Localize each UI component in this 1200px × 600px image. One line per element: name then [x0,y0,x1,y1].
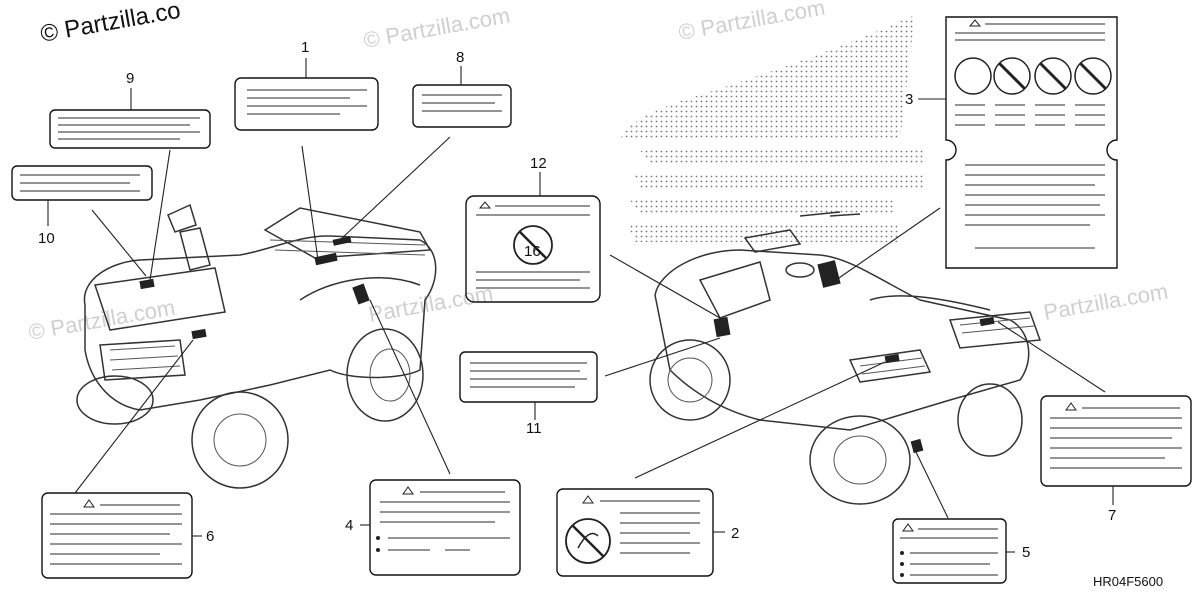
watermark-faint: © Partzilla.com [362,3,512,53]
watermark-faint: © Partzilla.com [27,295,177,345]
label-8 [412,84,512,128]
callout-7: 7 [1108,507,1116,524]
callout-10: 10 [38,230,55,247]
callout-12: 12 [530,155,547,172]
watermark-faint: Partzilla.com [367,280,495,326]
label-10 [11,165,153,201]
atv-rear-illustration [649,211,1042,505]
watermark-faint: © Partzilla.com [677,0,827,45]
label-9 [49,109,211,149]
label-2 [556,488,714,577]
callout-numbers: 1 2 3 4 5 6 7 8 9 10 11 12 [38,39,1116,561]
callout-6: 6 [206,528,214,545]
label-12-age-text: 16 [524,243,541,260]
callout-2: 2 [731,525,739,542]
label-1 [234,77,379,131]
watermark-main: © Partzilla.co [38,0,182,48]
watermark-faint: Partzilla.com [1042,278,1170,324]
label-3 [945,16,1118,269]
atv-front-illustration [76,203,437,489]
label-7 [1040,395,1192,487]
label-4 [369,479,521,576]
callout-3: 3 [905,91,913,108]
callout-8: 8 [456,49,464,66]
label-5 [892,518,1007,584]
label-11 [459,351,598,403]
diagram-code: HR04F5600 [1093,574,1163,589]
honda-wing-logo [620,15,925,242]
callout-1: 1 [301,39,309,56]
callout-9: 9 [126,70,134,87]
callout-11: 11 [526,420,542,437]
leader-lines [47,58,1114,553]
label-12: 16 [465,195,601,303]
callout-4: 4 [345,517,353,534]
label-6 [41,492,193,579]
callout-5: 5 [1022,544,1030,561]
